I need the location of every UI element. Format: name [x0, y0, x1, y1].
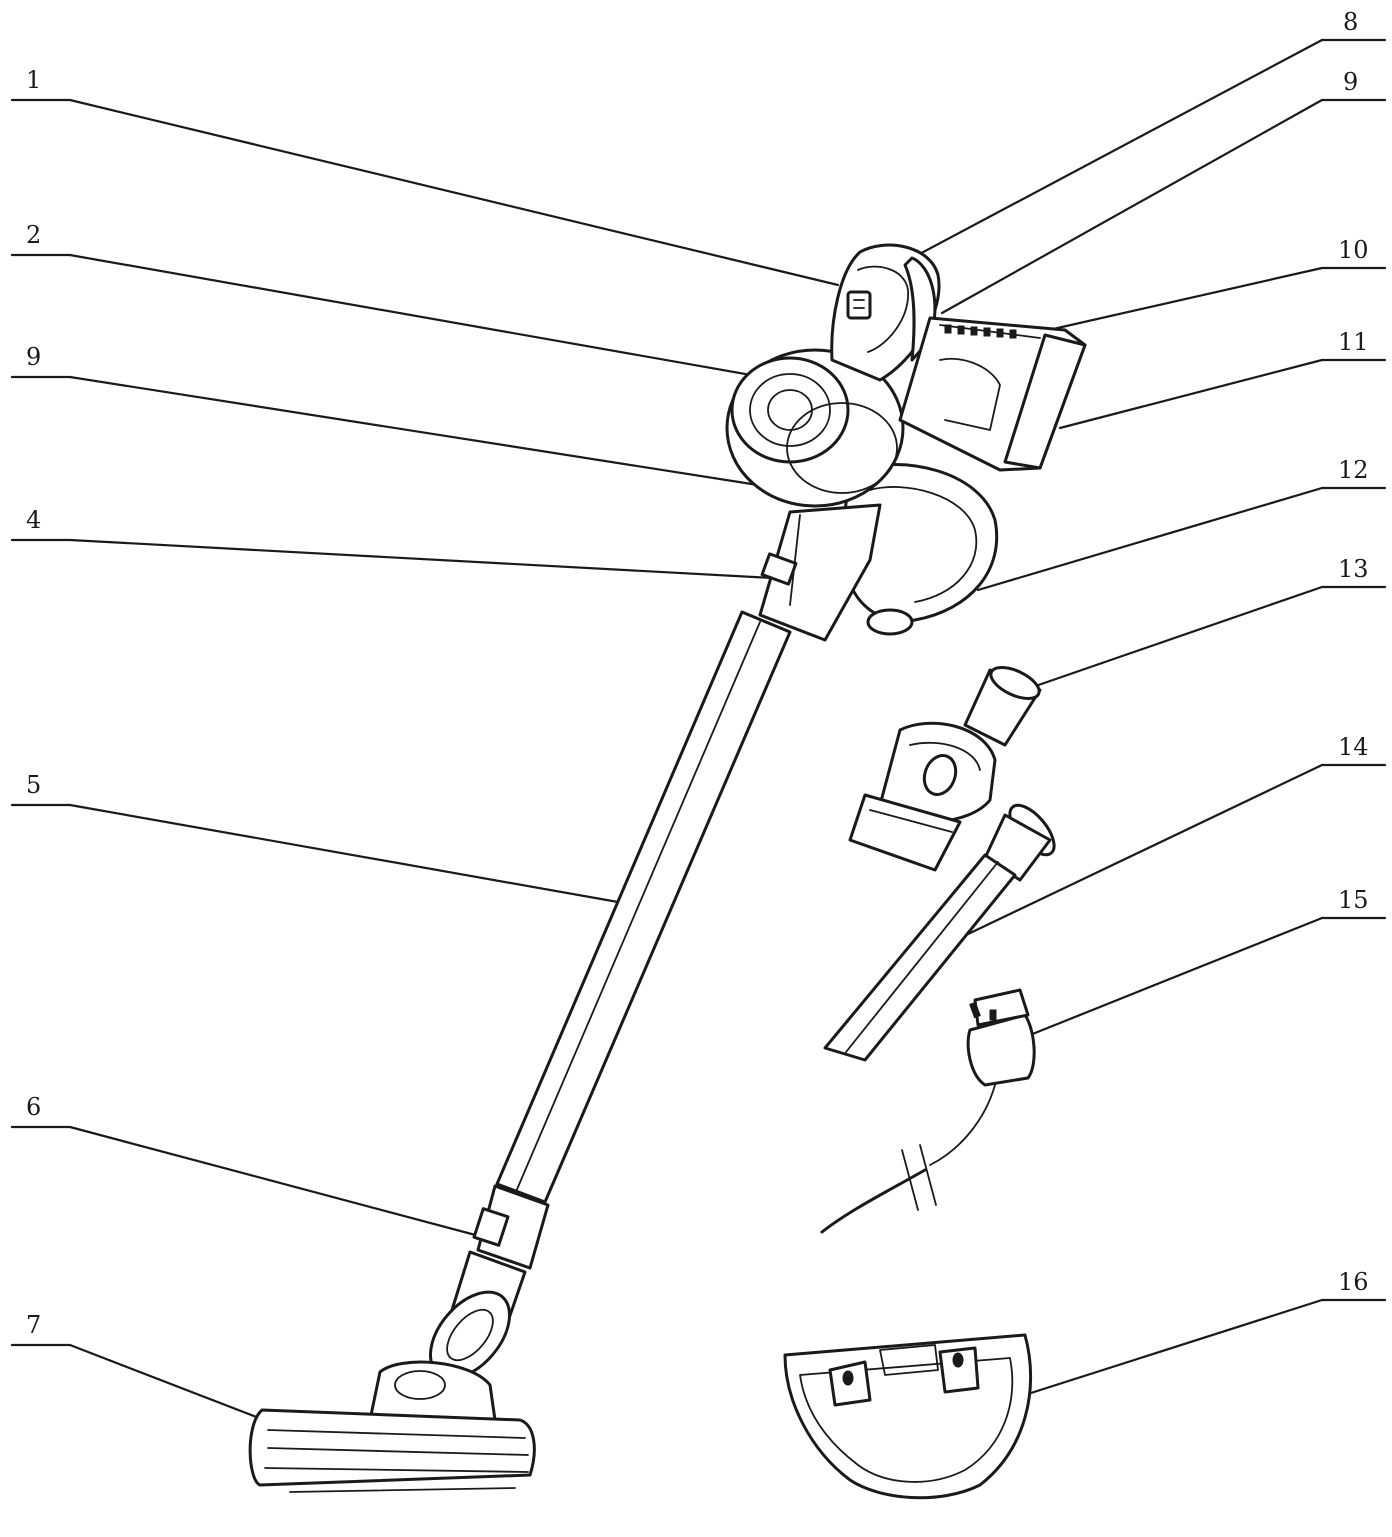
- label-9: 9: [1343, 68, 1358, 96]
- leader-line-7-diag: [68, 1343, 292, 1432]
- label-10: 10: [1338, 236, 1369, 264]
- label-5: 5: [26, 771, 41, 799]
- label-4: 4: [26, 506, 41, 534]
- label-13: 13: [1338, 555, 1369, 583]
- leader-line-1-diag: [68, 98, 840, 287]
- leader-lines: [10, 98, 840, 1432]
- label-11: 11: [1338, 328, 1369, 356]
- combination-brush-accessory: [848, 666, 1042, 872]
- crevice-tool: [823, 803, 1056, 1062]
- leader-line-2-diag: [68, 253, 770, 380]
- labels: 1 2 9 4 5 6 7 8 9 10 11 12 13 14 15 16: [26, 8, 1369, 1339]
- leader-line-9-diag: [940, 98, 1324, 315]
- label-16: 16: [1338, 1268, 1369, 1296]
- leader-line-8-diag: [910, 38, 1324, 260]
- label-6: 6: [26, 1093, 41, 1121]
- leader-line-3-diag: [68, 375, 760, 487]
- label-3: 9: [26, 343, 41, 371]
- label-1: 1: [26, 66, 41, 94]
- floor-brush-head: [248, 1408, 536, 1487]
- floor-brush-assembly: [248, 1184, 550, 1493]
- label-14: 14: [1338, 733, 1369, 761]
- leader-line-10-diag: [1038, 266, 1324, 334]
- extension-tube: [495, 610, 792, 1204]
- leader-line-11-diag: [1058, 358, 1324, 430]
- leader-line-6-diag: [68, 1125, 485, 1239]
- label-2: 2: [26, 221, 41, 249]
- leader-line-14-diag: [964, 763, 1324, 937]
- leader-line-12-diag: [976, 486, 1324, 592]
- wall-mount-bracket: [783, 1333, 1033, 1500]
- leader-line-5-diag: [68, 803, 620, 904]
- label-8: 8: [1343, 8, 1358, 36]
- power-button: [846, 290, 872, 320]
- label-15: 15: [1338, 886, 1369, 914]
- leader-lines-right: [910, 38, 1387, 1432]
- charger-adapter: [820, 988, 1036, 1234]
- tube-connector: [758, 503, 882, 642]
- label-7: 7: [26, 1311, 41, 1339]
- leader-line-13-diag: [1022, 585, 1324, 692]
- label-12: 12: [1338, 456, 1369, 484]
- main-body: [725, 243, 1087, 642]
- leader-line-4-diag: [68, 538, 774, 580]
- leader-line-15-diag: [1028, 916, 1324, 1037]
